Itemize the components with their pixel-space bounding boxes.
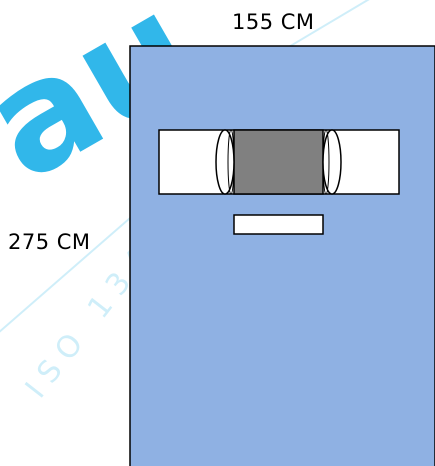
right-oval	[322, 129, 342, 195]
fenestration-window	[233, 129, 324, 195]
width-dimension-label: 155 CM	[232, 10, 315, 34]
left-oval-inner	[227, 129, 235, 195]
adhesive-strip	[233, 214, 324, 235]
drape-sheet	[129, 45, 435, 466]
height-dimension-label: 275 CM	[8, 230, 91, 254]
left-oval	[215, 129, 235, 195]
right-oval-inner	[322, 129, 330, 195]
